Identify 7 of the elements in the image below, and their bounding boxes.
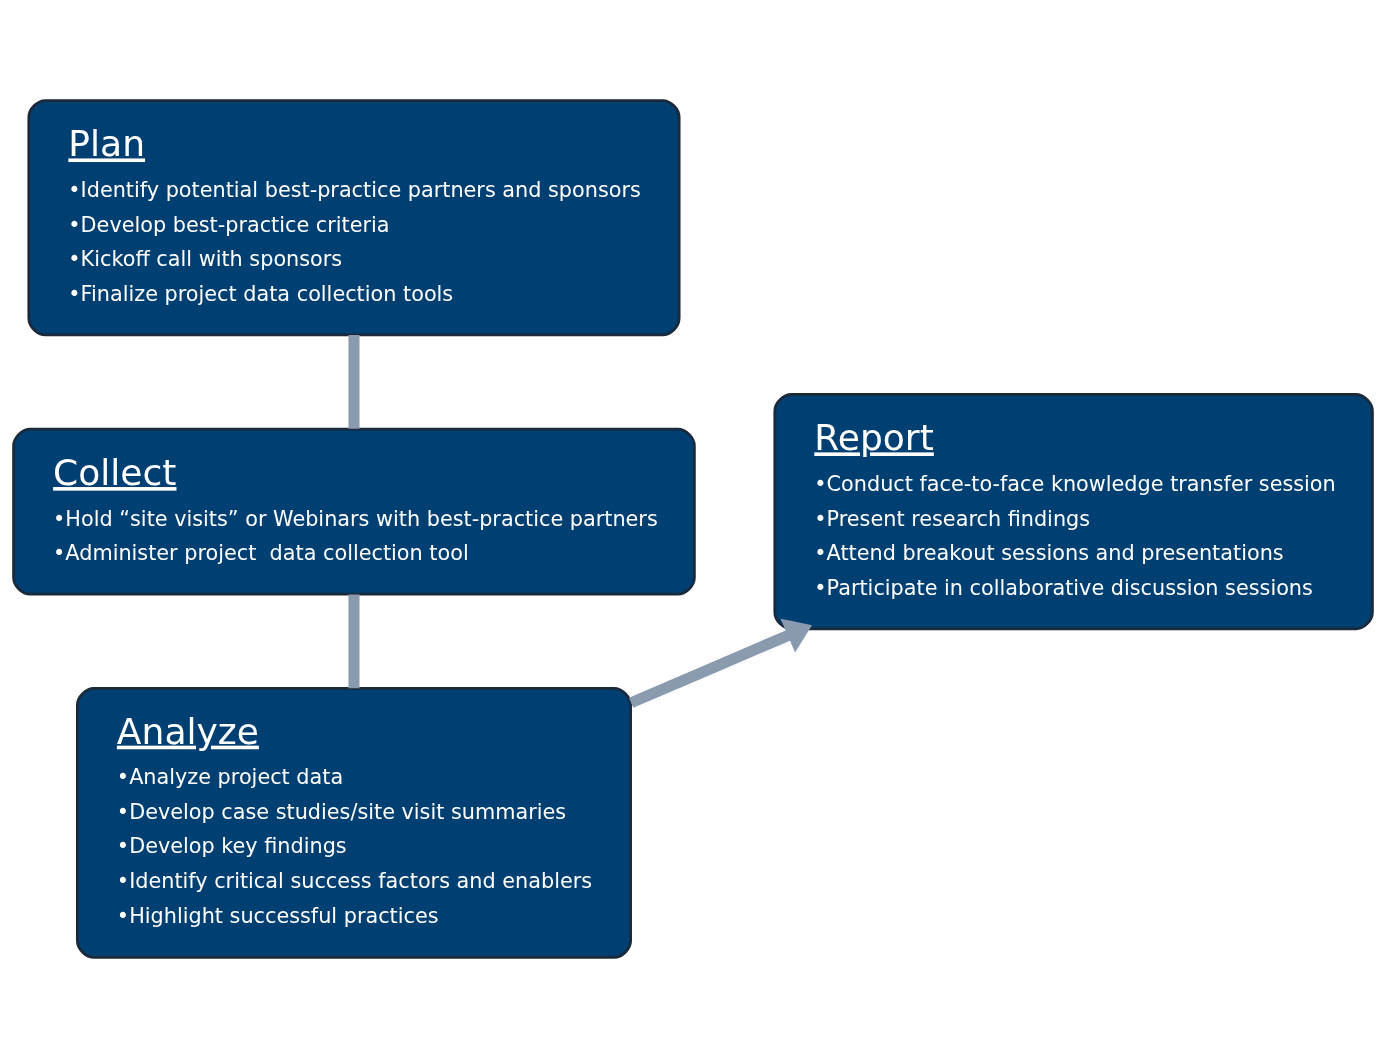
arrow [628, 618, 812, 708]
node-box: Plan •Identify potential best-practice partners and sponsors •Develop best-practice criteria •Kickoff call with sponsors •Finalize project data collection tools [27, 99, 681, 337]
connector [348, 594, 360, 689]
node-box: Analyze •Analyze project data •Develop case studies/site visit summaries •Develop key findings •Identify critical success factors and enablers •Highlight successful practices [75, 687, 632, 959]
node-box: Report •Conduct face-to-face knowledge transfer session •Present research findings •Attend breakout sessions and presentations •Participate in collaborative discussion sessions [773, 393, 1374, 631]
connector [348, 335, 360, 429]
node-box: Collect •Hold “site visits” or Webinars with best-practice partners •Administer project data collection tool [12, 427, 696, 596]
